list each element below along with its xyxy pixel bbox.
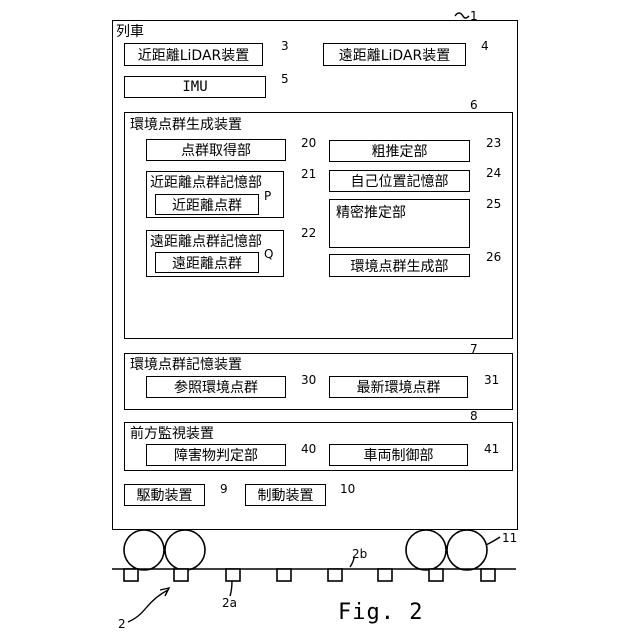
ref-26: 26 <box>486 251 501 264</box>
wheel <box>165 530 205 570</box>
leader-2 <box>128 590 168 622</box>
brake-device-box: 制動装置 <box>245 484 326 506</box>
coarse-estimation-box: 粗推定部 <box>329 140 470 162</box>
ref-5: 5 <box>281 73 289 86</box>
near-lidar-box: 近距離LiDAR装置 <box>124 43 263 66</box>
sleeper <box>277 569 291 581</box>
ref-23: 23 <box>486 137 501 150</box>
ref-41: 41 <box>484 443 499 456</box>
far-lidar-box: 遠距離LiDAR装置 <box>323 43 466 66</box>
figure-label: Fig. 2 <box>338 600 423 625</box>
ref-20: 20 <box>301 137 316 150</box>
ref-3: 3 <box>281 40 289 53</box>
ref-10: 10 <box>340 483 355 496</box>
leader-1 <box>455 13 469 18</box>
env-mem-title: 環境点群記憶装置 <box>130 357 242 373</box>
ref-P: P <box>264 190 271 203</box>
obstacle-judgment-box: 障害物判定部 <box>146 444 286 466</box>
near-cloud-memory-label: 近距離点群記憶部 <box>150 175 262 191</box>
train-title: 列車 <box>116 24 144 40</box>
wheel <box>124 530 164 570</box>
ref-6: 6 <box>470 99 478 112</box>
ref-22: 22 <box>301 227 316 240</box>
fine-estimation-box: 精密推定部 <box>329 199 470 248</box>
sleeper <box>378 569 392 581</box>
sleeper <box>226 569 240 581</box>
ref-4: 4 <box>481 40 489 53</box>
leader-2a <box>230 580 232 596</box>
ref-Q: Q <box>264 248 273 261</box>
ref-25: 25 <box>486 198 501 211</box>
env-cloud-generation-box: 環境点群生成部 <box>329 254 470 277</box>
env-gen-title: 環境点群生成装置 <box>130 117 242 133</box>
vehicle-control-box: 車両制御部 <box>329 444 468 466</box>
reference-cloud-box: 参照環境点群 <box>146 376 286 398</box>
wheel <box>447 530 487 570</box>
ref-7: 7 <box>470 343 478 356</box>
ref-9: 9 <box>220 483 228 496</box>
monitor-title: 前方監視装置 <box>130 426 214 442</box>
far-cloud-memory-label: 遠距離点群記憶部 <box>150 234 262 250</box>
ref-31: 31 <box>484 374 499 387</box>
ref-11: 11 <box>502 532 517 545</box>
ref-2b: 2b <box>352 548 367 561</box>
ref-40: 40 <box>301 443 316 456</box>
self-position-memory-box: 自己位置記憶部 <box>329 170 470 192</box>
imu-box: IMU <box>124 76 266 98</box>
sleeper <box>174 569 188 581</box>
ref-2a: 2a <box>222 597 237 610</box>
ref-24: 24 <box>486 167 501 180</box>
wheel <box>406 530 446 570</box>
ref-2: 2 <box>118 618 126 631</box>
sleeper <box>124 569 138 581</box>
near-cloud-inner-box: 近距離点群 <box>155 194 259 215</box>
sleeper <box>429 569 443 581</box>
sleeper <box>328 569 342 581</box>
ref-30: 30 <box>301 374 316 387</box>
ref-1: 1 <box>470 10 478 23</box>
drive-device-box: 駆動装置 <box>124 484 205 506</box>
latest-cloud-box: 最新環境点群 <box>329 376 468 398</box>
far-cloud-inner-box: 遠距離点群 <box>155 252 259 273</box>
sleeper <box>481 569 495 581</box>
acquisition-box: 点群取得部 <box>146 139 286 161</box>
ref-8: 8 <box>470 410 478 423</box>
ref-21: 21 <box>301 168 316 181</box>
leader-11 <box>486 537 500 545</box>
